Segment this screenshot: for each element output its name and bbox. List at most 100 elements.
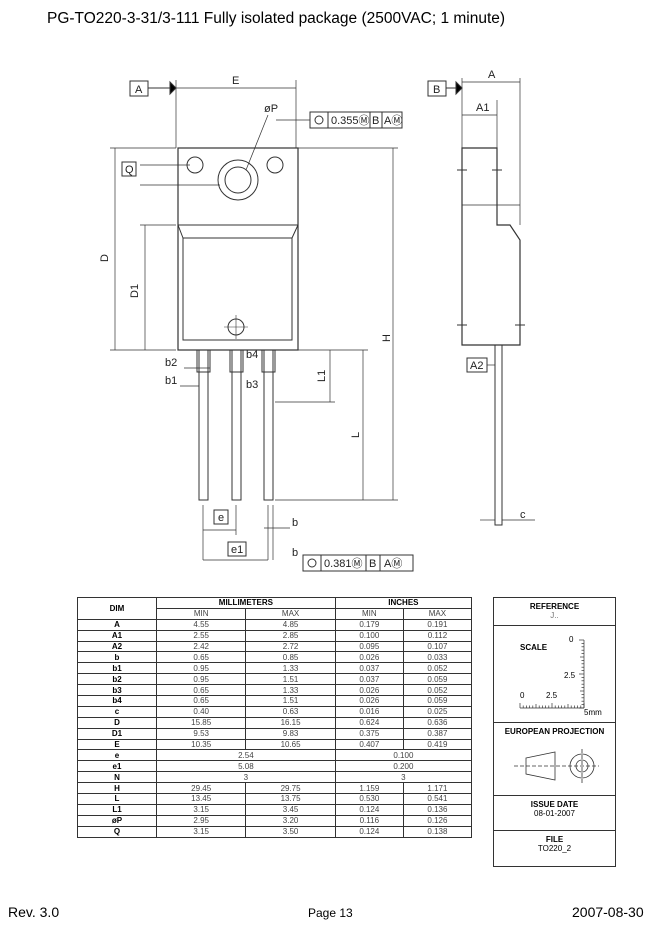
mm-min-cell: 0.95 [155,662,247,675]
svg-text:e: e [218,512,224,524]
mm-cell: 2.54 [156,749,336,762]
in-max-cell: 0.136 [402,803,473,816]
dim-cell: L [77,793,157,805]
in-max-cell: 0.107 [402,640,473,653]
mm-max-cell: 13.75 [245,793,336,805]
dim-cell: N [77,771,157,784]
scale-tick: 0 [520,691,525,700]
svg-text:e1: e1 [231,544,243,556]
in-max-cell: 0.059 [402,673,473,686]
mm-min-cell: 15.85 [155,716,247,729]
dim-cell: L1 [77,803,157,816]
in-cell: 3 [334,771,473,784]
dim-cell: A [77,618,157,631]
in-max-cell: 0.033 [402,651,473,664]
mm-max-cell: 2.85 [245,629,336,642]
projection-section: EUROPEAN PROJECTION [494,723,615,796]
svg-text:A2: A2 [470,360,483,372]
mm-max-header: MAX [245,607,336,620]
issue-date-value: 08-01-2007 [534,809,575,818]
svg-text:AⓂ: AⓂ [384,557,402,570]
in-min-cell: 1.159 [334,782,404,795]
svg-text:B: B [369,558,376,570]
dim-cell: b [77,651,157,664]
issue-date-section: ISSUE DATE 08-01-2007 [494,796,615,831]
svg-text:D1: D1 [129,284,141,298]
reference-section: REFERENCE J.. [494,598,615,626]
dim-cell: e [77,749,157,762]
in-min-cell: 0.095 [334,640,404,653]
in-min-cell: 0.100 [334,629,404,642]
mm-min-cell: 10.35 [155,738,247,751]
svg-text:b3: b3 [246,379,258,391]
mm-max-cell: 29.75 [245,782,336,795]
scale-tick: 5mm [584,708,602,717]
in-min-cell: 0.124 [334,803,404,816]
mm-min-cell: 9.53 [155,727,247,740]
mm-min-cell: 4.55 [155,618,247,631]
dim-cell: D1 [77,727,157,740]
in-min-cell: 0.179 [334,618,404,631]
svg-text:AⓂ: AⓂ [384,114,402,127]
scale-section: SCALE 0 2.5 0 2.5 5mm [494,626,615,723]
issue-date-label: ISSUE DATE [530,800,579,809]
mm-cell: 3 [156,771,336,784]
in-max-cell: 0.126 [402,814,473,827]
reference-label: REFERENCE [529,602,580,611]
mm-max-cell: 3.50 [245,825,336,838]
projection-label: EUROPEAN PROJECTION [504,727,605,736]
scale-label: SCALE [520,643,548,652]
svg-text:L: L [350,432,362,438]
in-min-cell: 0.375 [334,727,404,740]
mm-min-cell: 2.55 [155,629,247,642]
file-value: TO220_2 [537,844,572,853]
svg-text:0.355Ⓜ: 0.355Ⓜ [331,114,370,127]
svg-text:b: b [292,547,298,559]
in-min-cell: 0.037 [334,662,404,675]
svg-text:A: A [488,69,496,81]
file-section: FILE TO220_2 [494,831,615,867]
mm-max-cell: 9.83 [245,727,336,740]
in-min-cell: 0.037 [334,673,404,686]
mm-min-cell: 0.65 [155,651,247,664]
mm-min-cell: 2.95 [155,814,247,827]
in-max-cell: 0.138 [402,825,473,838]
in-min-cell: 0.624 [334,716,404,729]
svg-text:H: H [381,334,393,342]
in-min-cell: 0.116 [334,814,404,827]
file-label: FILE [545,835,564,844]
mm-max-cell: 4.85 [245,618,336,631]
mm-min-cell: 0.65 [155,684,247,697]
in-max-cell: 0.419 [402,738,473,751]
svg-text:A: A [135,84,143,96]
in-max-cell: 0.541 [402,793,473,805]
in-min-header: MIN [334,607,404,620]
svg-text:b2: b2 [165,357,177,369]
mm-header: MILLIMETERS [156,597,336,609]
dim-header: DIM [77,597,157,620]
in-min-cell: 0.407 [334,738,404,751]
mm-min-cell: 2.42 [155,640,247,653]
dim-cell: b4 [77,695,157,707]
scale-tick: 0 [569,635,574,644]
mm-min-header: MIN [155,607,247,620]
mm-max-cell: 1.51 [245,673,336,686]
package-drawing: A E øP 0.355Ⓜ B AⓂ D D1 [99,69,535,572]
mm-max-cell: 1.51 [245,695,336,707]
mm-max-cell: 10.65 [245,738,336,751]
dim-cell: øP [77,814,157,827]
dim-cell: b2 [77,673,157,686]
svg-text:D: D [99,254,111,262]
